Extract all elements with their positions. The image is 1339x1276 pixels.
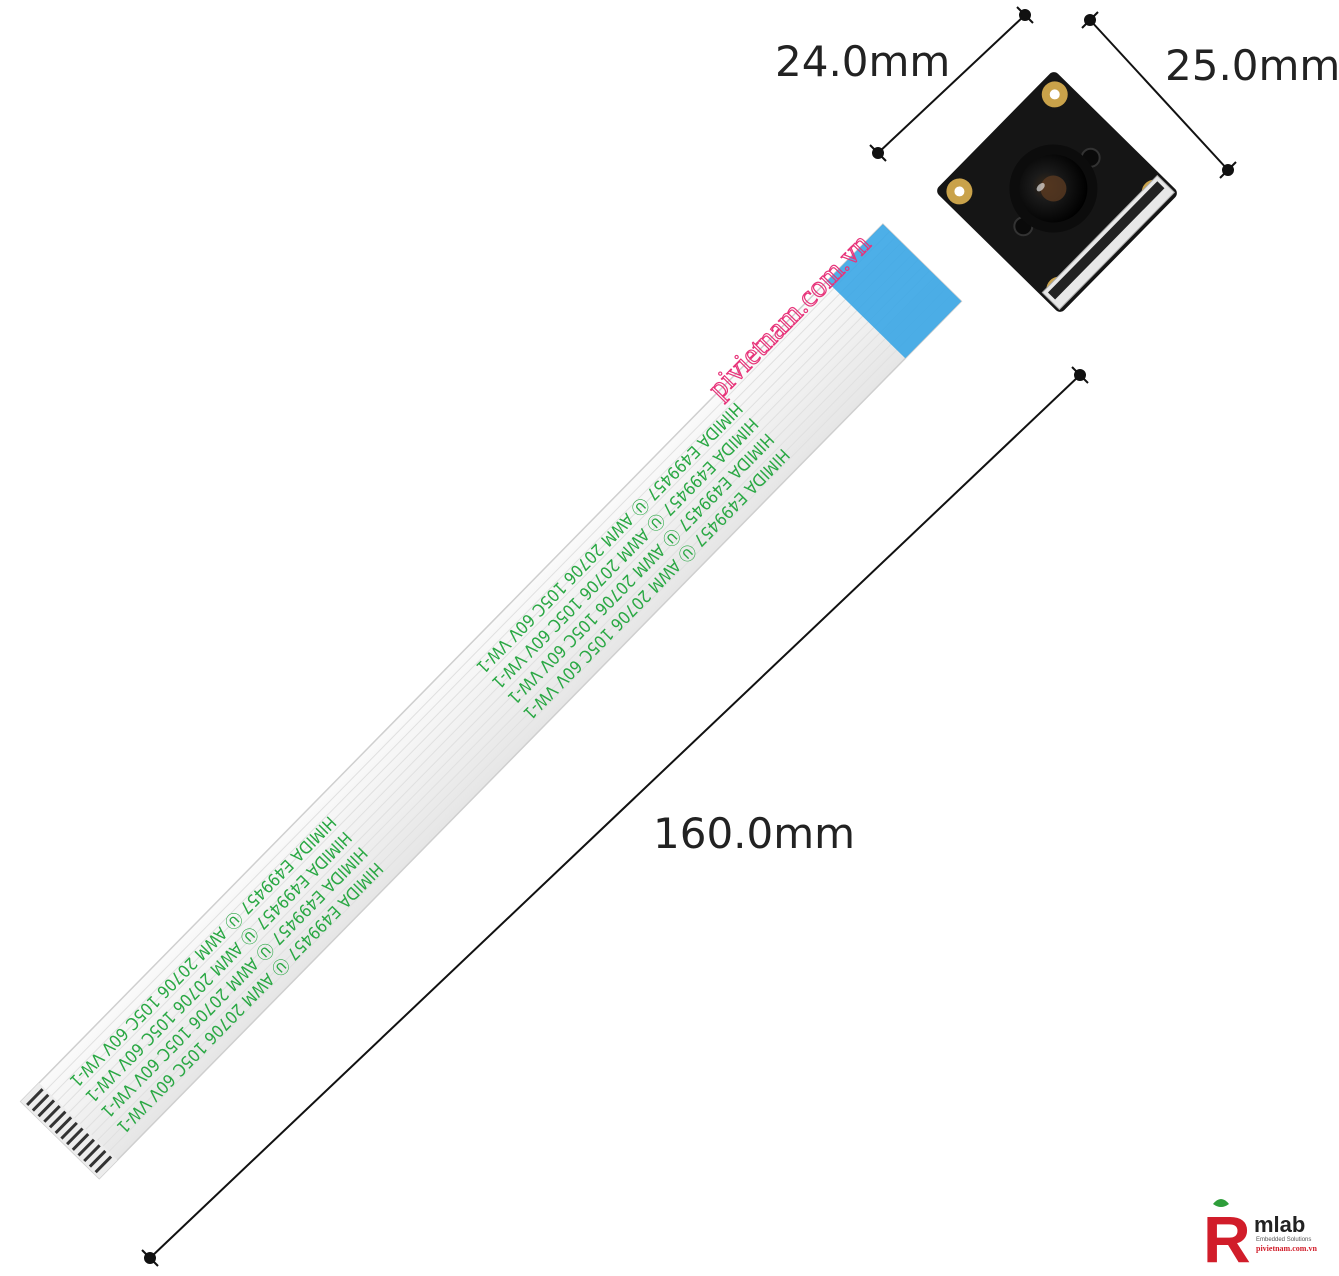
cable-print-line: HIMIDA E499457 Ⓤ AWM 20706 105C 60V VW-1 (81, 827, 355, 1106)
camera-module (937, 72, 1177, 312)
logo-url: pivietnam.com.vn (1256, 1244, 1317, 1253)
brand-logo: R mlab Embedded Solutions pivietnam.com.… (1203, 1199, 1317, 1276)
dimension-width-label: 24.0mm (775, 37, 950, 86)
logo-letter: R (1203, 1202, 1251, 1276)
cable-print-line: HIMIDA E499457 Ⓤ AWM 20706 105C 60V VW-1 (487, 413, 761, 692)
cable-conductors (27, 230, 954, 1171)
dimension-depth-label: 25.0mm (1165, 41, 1339, 90)
logo-tagline: Embedded Solutions (1256, 1237, 1311, 1243)
logo-name: mlab (1254, 1212, 1305, 1237)
cable-contacts (20, 1082, 118, 1179)
fpc-connector (1041, 174, 1176, 311)
ribbon-cable: HIMIDA E499457 Ⓤ AWM 20706 105C 60V VW-1… (19, 223, 963, 1180)
strawberry-logo-icon: R (1203, 1199, 1251, 1276)
cable-stiffener (826, 224, 962, 359)
dimension-arrow-icon (141, 6, 1237, 1267)
lens-icon (1009, 144, 1098, 233)
dimension-length-label: 160.0mm (653, 809, 855, 858)
